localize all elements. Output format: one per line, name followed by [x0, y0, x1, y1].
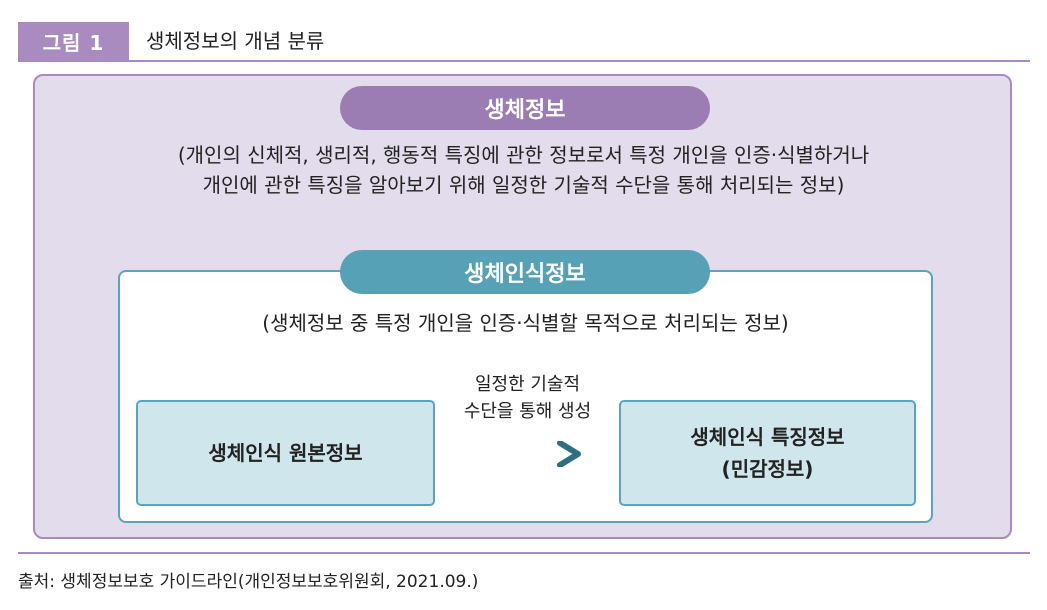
- sensitive-info-label: (민감정보): [721, 457, 814, 481]
- feature-info-label: 생체인식 특징정보: [690, 425, 845, 449]
- biometric-info-title: 생체정보: [340, 86, 710, 130]
- biometric-info-definition-line2: 개인에 관한 특징을 알아보기 위해 일정한 기술적 수단을 통해 처리되는 정…: [202, 173, 845, 197]
- right-arrow-icon: [472, 441, 581, 467]
- raw-info-card: 생체인식 원본정보: [136, 400, 435, 506]
- source-note: 출처: 생체정보보호 가이드라인(개인정보보호위원회, 2021.09.): [18, 572, 479, 592]
- process-label-line2: 수단을 통해 생성: [463, 401, 592, 422]
- biometric-recognition-definition: (생체정보 중 특정 개인을 인증·식별할 목적으로 처리되는 정보): [262, 311, 789, 335]
- biometric-recognition-title: 생체인식정보: [340, 250, 710, 294]
- figure-title: 생체정보의 개념 분류: [146, 29, 325, 53]
- biometric-info-definition-line1: (개인의 신체적, 생리적, 행동적 특징에 관한 정보로서 특정 개인을 인증…: [177, 143, 870, 167]
- figure-label: 그림 1: [18, 22, 129, 60]
- process-label: 일정한 기술적 수단을 통해 생성: [440, 371, 615, 425]
- title-divider: [18, 60, 1030, 62]
- process-label-line1: 일정한 기술적: [474, 374, 581, 395]
- raw-info-label: 생체인식 원본정보: [208, 441, 363, 465]
- feature-info-card: 생체인식 특징정보 (민감정보): [619, 400, 916, 506]
- bottom-divider: [18, 552, 1030, 554]
- biometric-info-definition: (개인의 신체적, 생리적, 행동적 특징에 관한 정보로서 특정 개인을 인증…: [60, 140, 987, 200]
